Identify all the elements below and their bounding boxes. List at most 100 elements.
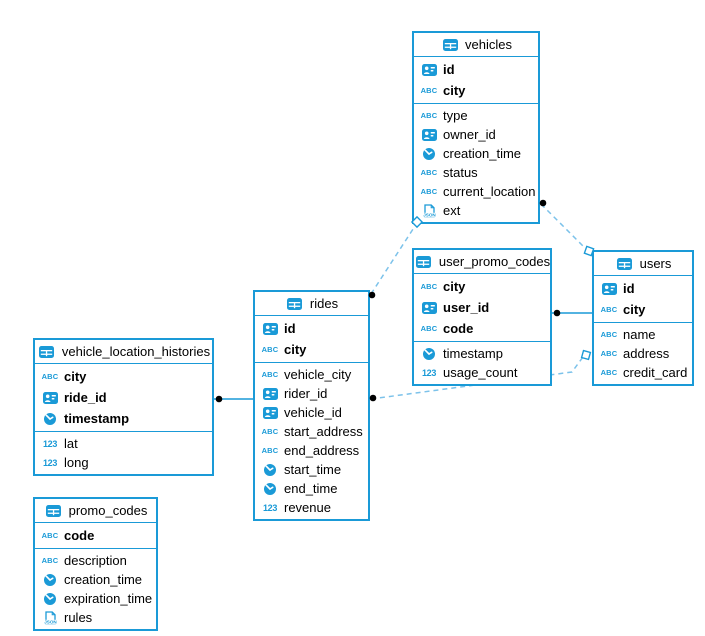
column-row[interactable]: owner_id [414, 125, 538, 144]
column-row[interactable]: timestamp [414, 344, 550, 363]
table-icon [44, 504, 64, 517]
column-row[interactable]: ride_id [35, 387, 212, 408]
column-row[interactable]: id [594, 278, 692, 299]
abc-icon: ABC [420, 324, 438, 333]
column-name: ext [443, 203, 461, 218]
relationship-rides-vehicles[interactable] [370, 225, 416, 295]
column-row[interactable]: rider_id [255, 384, 368, 403]
table-icon [285, 297, 305, 310]
column-row[interactable]: ABC type [414, 106, 538, 125]
relationship-vehicles-users[interactable] [540, 203, 587, 250]
table-icon [615, 257, 635, 270]
json-icon: JSON [419, 203, 439, 218]
column-row[interactable]: creation_time [35, 570, 156, 589]
table-header[interactable]: vehicles [414, 33, 538, 57]
column-row[interactable]: timestamp [35, 408, 212, 429]
id-badge-icon [419, 301, 439, 314]
column-name: credit_card [623, 365, 688, 380]
abc-icon: ABC [420, 187, 438, 196]
table-header[interactable]: user_promo_codes [414, 250, 550, 274]
column-row[interactable]: ABC end_address [255, 441, 368, 460]
column-name: type [443, 108, 468, 123]
column-name: rules [64, 610, 93, 625]
column-name: id [284, 321, 296, 336]
column-row[interactable]: end_time [255, 479, 368, 498]
column-row[interactable]: ABC code [414, 318, 550, 339]
abc-icon: ABC [261, 446, 279, 455]
column-row[interactable]: ABC address [594, 344, 692, 363]
id-badge-icon [40, 391, 60, 404]
svg-text:JSON: JSON [423, 212, 436, 217]
abc-icon: ABC [41, 372, 59, 381]
id-badge-icon [599, 282, 619, 295]
abc-icon: ABC [41, 556, 59, 565]
column-name: lat [64, 436, 78, 451]
open-square-marker-users [580, 349, 592, 361]
table-header[interactable]: users [594, 252, 692, 276]
column-row[interactable]: user_id [414, 297, 550, 318]
column-name: address [623, 346, 670, 361]
column-name: creation_time [64, 572, 143, 587]
column-row[interactable]: JSON ext [414, 201, 538, 220]
table-header[interactable]: promo_codes [35, 499, 156, 523]
abc-icon: ABC [420, 111, 438, 120]
column-name: end_address [284, 443, 360, 458]
column-row[interactable]: id [255, 318, 368, 339]
123-icon: 123 [421, 367, 437, 378]
column-row[interactable]: ABC credit_card [594, 363, 692, 382]
abc-icon: ABC [600, 368, 618, 377]
column-name: owner_id [443, 127, 496, 142]
column-name: expiration_time [64, 591, 153, 606]
column-row[interactable]: start_time [255, 460, 368, 479]
123-icon: 123 [42, 457, 58, 468]
table-title: rides [309, 296, 339, 311]
abc-icon: ABC [600, 349, 618, 358]
table-icon [440, 38, 460, 51]
column-row[interactable]: creation_time [414, 144, 538, 163]
table-header[interactable]: rides [255, 292, 368, 316]
clock-icon [419, 347, 439, 361]
table-title: promo_codes [68, 503, 148, 518]
column-row[interactable]: vehicle_id [255, 403, 368, 422]
column-name: id [443, 62, 455, 77]
column-name: name [623, 327, 656, 342]
column-row[interactable]: id [414, 59, 538, 80]
clock-icon [40, 573, 60, 587]
123-icon: 123 [262, 502, 278, 513]
table-header[interactable]: vehicle_location_histories [35, 340, 212, 364]
dot-marker-vehicles [539, 199, 547, 207]
column-name: revenue [284, 500, 331, 515]
column-row[interactable]: 123 revenue [255, 498, 368, 517]
column-name: code [443, 321, 474, 336]
column-row[interactable]: expiration_time [35, 589, 156, 608]
abc-icon: ABC [600, 305, 618, 314]
